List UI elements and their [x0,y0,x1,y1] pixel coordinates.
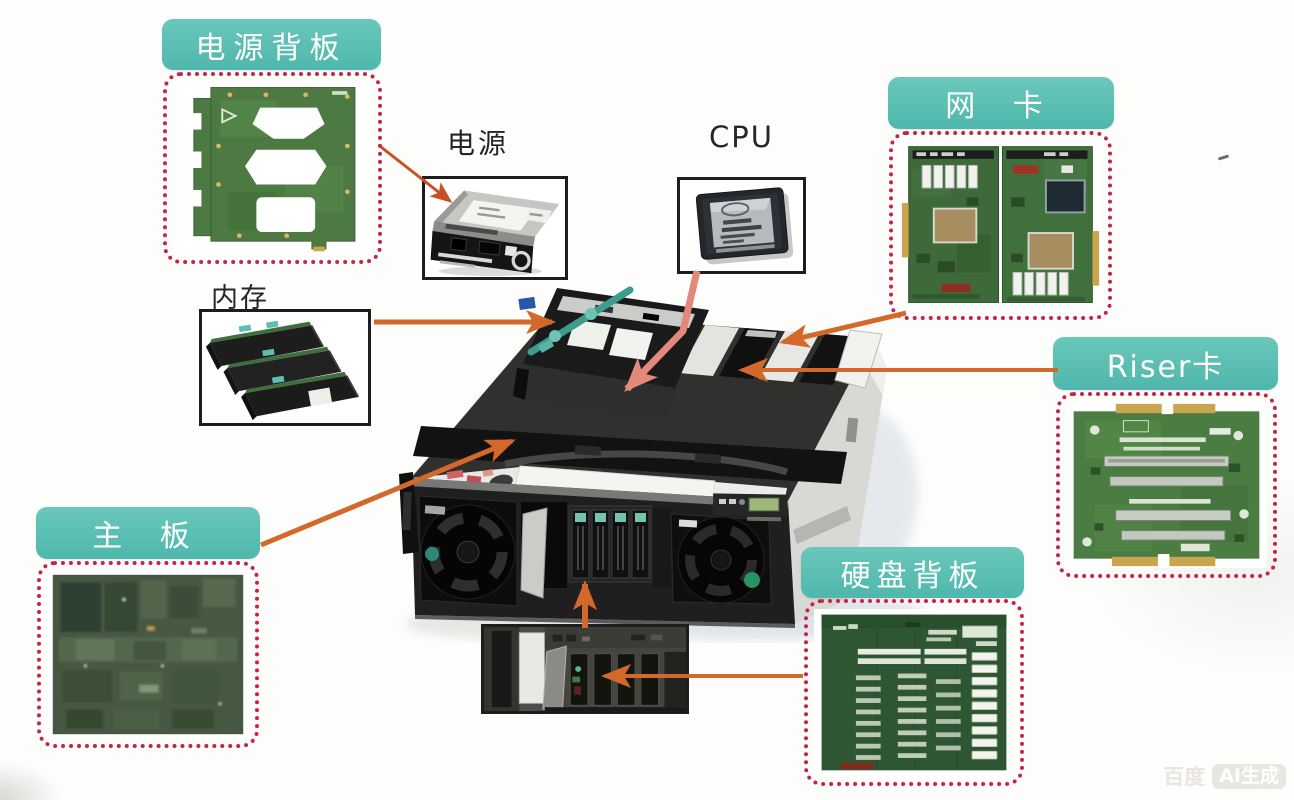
server-fan-wall [413,426,847,484]
stray-mark [1217,154,1230,161]
riser-photo-box [1056,392,1277,578]
riser-card-pcb [1066,402,1267,568]
server-drive-bays [568,505,671,588]
nic-photo-box [889,131,1112,320]
watermark-badge: AI生成 [1212,763,1286,789]
nic-tag: 网 卡 [888,77,1114,129]
power-backplane-label: 电源背板 [195,30,348,66]
hdd-backplane-pcb [814,609,1014,776]
server-front-io-panel [712,493,788,522]
power-backplane-tag: 电源背板 [162,19,381,70]
cpu-chip [680,180,803,271]
front-drive-bay-detail [484,627,686,711]
watermark: 百度 AI生成 [1163,761,1286,791]
riser-label: Riser卡 [1106,349,1225,385]
hdd-backplane-tag: 硬盘背板 [801,547,1024,598]
psu-photo-box [422,176,568,280]
network-card-pcbs [899,141,1102,310]
power-backplane-pcb [173,82,372,254]
cpu-photo-box [677,177,806,274]
server-right-fan [670,513,772,605]
front-detail-photo-box [481,624,689,714]
memory-label: 内存 [211,283,269,314]
motherboard-label: 主 板 [92,519,204,554]
cpu-label: CPU [709,120,774,154]
psu-label: 电源 [447,127,510,160]
server-front-face [399,472,795,628]
motherboard-pcb [47,571,249,738]
riser-tag: Riser卡 [1053,337,1278,390]
server-left-fan [418,495,518,607]
motherboard-tag: 主 板 [36,507,260,559]
hdd-backplane-photo-box [804,599,1024,786]
power-backplane-photo-box [163,72,382,264]
hdd-backplane-label: 硬盘背板 [840,558,985,594]
watermark-brand: 百度 [1163,765,1206,789]
memory-photo-box [199,309,371,426]
nic-label: 网 卡 [945,89,1057,124]
server-open-door [520,502,567,599]
memory-modules [202,312,368,423]
motherboard-photo-box [37,561,259,748]
power-supply-unit [425,179,565,277]
